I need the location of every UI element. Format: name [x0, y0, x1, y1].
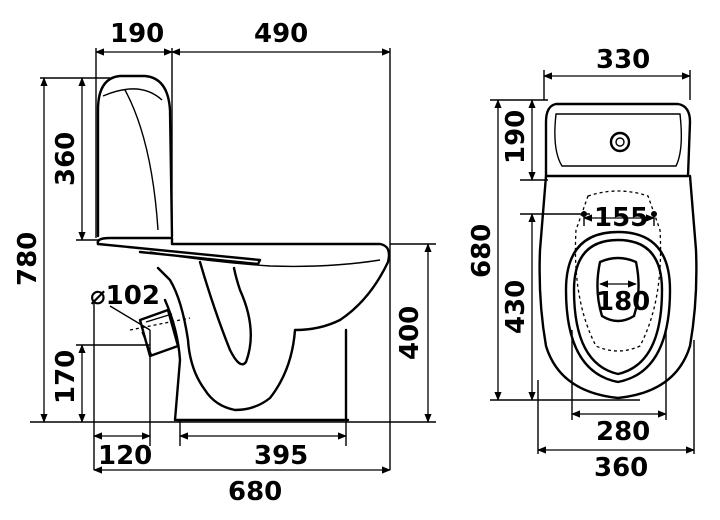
- label-seat-width: 280: [596, 417, 650, 447]
- seat-cover-outline: [574, 190, 662, 352]
- pedestal: [163, 298, 350, 422]
- label-total-length: 680: [228, 477, 282, 507]
- label-bowl-height: 400: [395, 306, 425, 360]
- label-bowl-depth: 430: [501, 280, 531, 334]
- label-outlet-offset: 120: [98, 441, 152, 471]
- side-view: 190 490 360 780 ⌀102 170 400 120 395 680: [13, 19, 436, 507]
- side-extension-lines: [30, 48, 436, 470]
- cistern-top-inner: [554, 113, 683, 167]
- seat-hole-right: [651, 211, 657, 217]
- label-total-height: 780: [13, 232, 43, 286]
- cistern-tank-shading: [102, 88, 163, 231]
- cistern-tank: [96, 74, 174, 238]
- label-hole-spacing: 155: [594, 203, 648, 233]
- bowl-rim: [149, 251, 381, 268]
- flush-button-inner: [615, 137, 625, 147]
- label-outlet-diameter: ⌀102: [90, 281, 160, 311]
- label-outlet-height: 170: [51, 350, 81, 404]
- bowl-opening: [596, 256, 640, 323]
- label-tank-depth: 190: [110, 19, 164, 49]
- seat-hole-left: [581, 211, 587, 217]
- seat-ring-inner: [572, 238, 664, 376]
- label-tank-width: 330: [596, 45, 650, 75]
- bowl-outline: [96, 236, 391, 412]
- label-opening-width: 180: [596, 287, 650, 317]
- label-bowl-length: 490: [254, 19, 308, 49]
- top-view: 330 190 680 155 430 180 280 360: [467, 45, 698, 483]
- flush-button: [609, 131, 631, 153]
- seat-lid: [96, 242, 262, 266]
- bowl-inner-trap: [198, 260, 252, 366]
- label-tank-front-depth: 190: [501, 110, 531, 164]
- outlet-pipe-detail: [141, 313, 173, 357]
- seat-ring: [564, 230, 672, 384]
- outlet-centerline: [129, 317, 191, 331]
- label-base-length: 395: [254, 441, 308, 471]
- outlet-leader-line: [109, 305, 151, 331]
- label-tank-height: 360: [51, 132, 81, 186]
- label-total-width: 360: [594, 453, 648, 483]
- cistern-top: [544, 102, 692, 178]
- bowl-top-outline: [538, 174, 698, 400]
- label-total-depth: 680: [467, 224, 497, 278]
